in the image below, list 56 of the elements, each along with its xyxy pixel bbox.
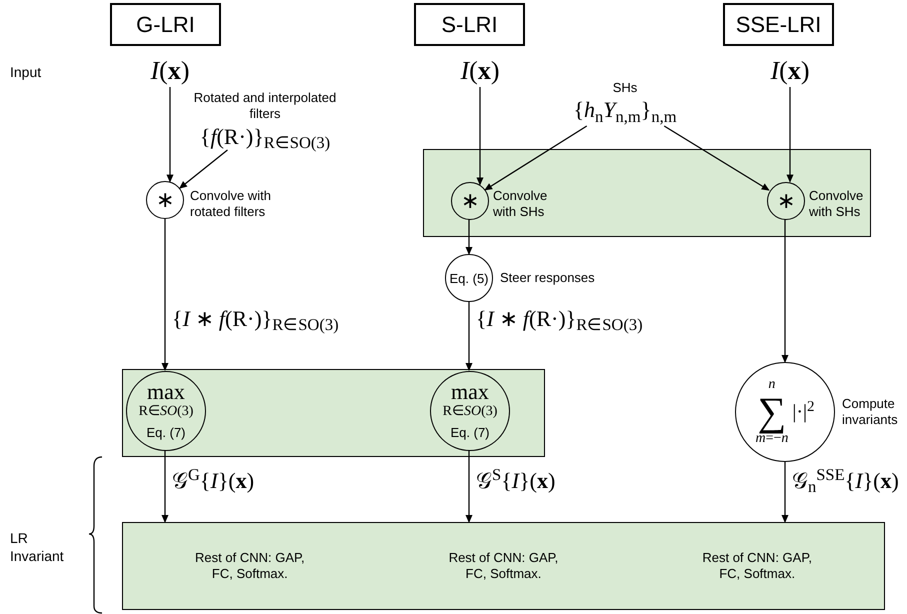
math-expression: {f(R·)}$_{R∈SO(3)}$ [200,122,330,150]
block-text: Rest of CNN: GAP, FC, Softmax. [701,550,813,582]
math-expression: I(x) [150,58,190,84]
convolution-symbol: ∗ [156,189,174,211]
title-box [723,3,834,46]
process-box [122,522,885,610]
title-box [110,3,221,46]
arrow [466,450,472,523]
arrow [782,462,788,523]
group-panel [122,369,545,457]
step-caption: Steer responses [500,270,596,286]
arrow [664,125,770,191]
note-text: SHs [612,80,638,96]
step-caption: Convolve with SHs [809,188,864,220]
edge-label: 𝒢$^{S}${I}(x) [474,470,558,492]
math-expression: R∈SO(3) [138,403,194,421]
arrow [476,87,484,186]
edge-label: 𝒢$^{G}${I}(x) [170,470,256,492]
column-title: SSE-LRI [736,11,822,39]
arrow [179,150,228,189]
block-text: Rest of CNN: GAP, FC, Softmax. [448,550,560,582]
title-box [414,3,525,46]
convolution-symbol: ∗ [461,190,479,212]
math-expression: R∈SO(3) [442,403,498,421]
group-panel [423,149,871,237]
row-label: LR Invariant [10,530,65,565]
equation-ref: Eq. (5) [449,272,488,284]
equation-ref: Eq. (7) [146,424,186,441]
arrow [786,87,794,183]
math-expression: m=−n [755,432,788,446]
step-caption: Convolve with rotated filters [190,188,272,220]
math-expression: |·|$^{2}$ [792,402,815,422]
row-label: Input [10,63,42,82]
summation-symbol: ∑ [758,392,786,432]
column-title: G-LRI [136,11,195,39]
math-expression: max [451,381,489,404]
arrow [484,126,588,190]
arrow [162,450,168,523]
arrow [166,87,174,183]
step-caption: Convolve with SHs [493,188,548,220]
arrow [466,302,472,371]
column-title: S-LRI [441,11,498,39]
arrow [466,219,472,255]
math-expression: I(x) [460,58,500,84]
note-text: Rotated and interpolated filters [192,90,338,122]
arrow [782,219,788,363]
equation-ref: Eq. (7) [450,424,490,441]
math-expression: n [768,378,776,392]
arrow [162,219,168,371]
block-text: Rest of CNN: GAP, FC, Softmax. [194,550,306,582]
math-expression: I(x) [770,58,810,84]
convolution-symbol: ∗ [777,190,795,212]
math-expression: max [147,381,185,404]
step-caption: Compute invariants [842,396,899,428]
math-expression: {h$_{n}$Y$_{n,m}$}$_{n,m}$ [573,96,677,124]
edge-label: 𝒢$_{n}$$^{SSE}${I}(x) [790,470,901,492]
